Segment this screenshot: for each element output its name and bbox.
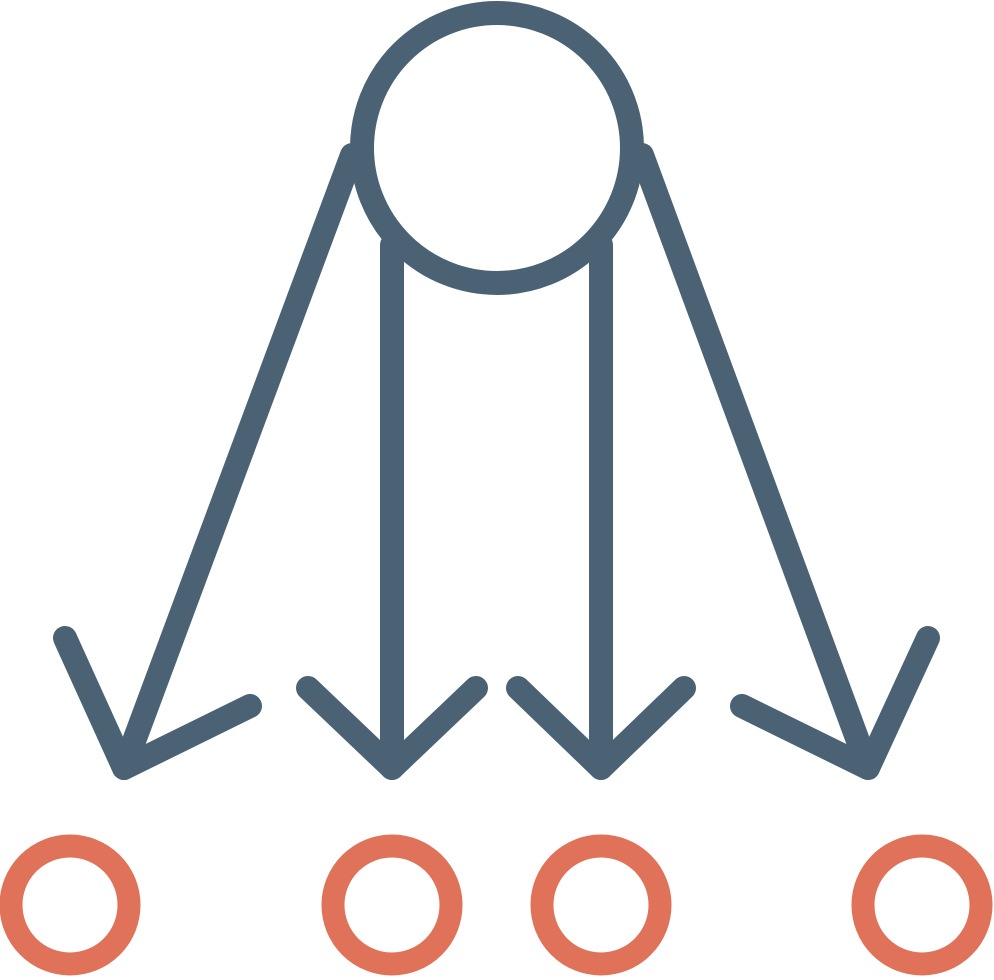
- target-node-circle: [0, 834, 141, 976]
- target-node-circle: [851, 834, 993, 976]
- arrow-head: [53, 626, 262, 780]
- arrow-shaft: [630, 143, 880, 780]
- arrow-head: [296, 676, 488, 780]
- arrow-right-outer: [630, 143, 940, 780]
- arrow-head: [506, 676, 696, 780]
- target-node-circle: [321, 834, 463, 976]
- arrow-left-inner: [296, 233, 488, 780]
- arrow-right-inner: [506, 233, 696, 780]
- source-node-circle: [350, 1, 644, 295]
- arrow-left-outer: [53, 143, 364, 780]
- arrow-shaft: [112, 143, 364, 780]
- target-node-circle: [530, 834, 672, 976]
- arrow-head: [730, 626, 940, 780]
